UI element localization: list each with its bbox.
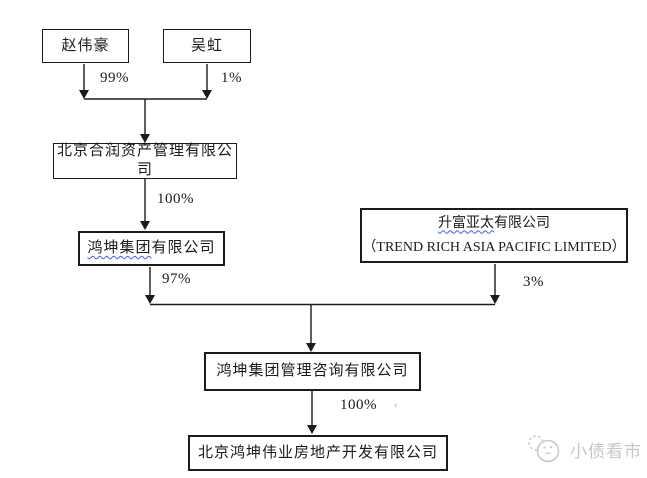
arrowheads <box>79 90 500 434</box>
node-trend-rich-asia-pacific: 升富亚太有限公司 （TREND RICH ASIA PACIFIC LIMITE… <box>360 208 628 263</box>
node-label: 北京鸿坤伟业房地产开发有限公司 <box>197 444 438 461</box>
edge-label-trend-3pct: 3% <box>523 274 544 290</box>
node-label: 北京合润资产管理有限公司 <box>56 143 233 178</box>
edge-label-herun-100pct: 100% <box>157 191 194 207</box>
node-label: 赵伟豪 <box>61 37 110 54</box>
xiaozhai-kanshi-logo-icon <box>528 435 560 463</box>
edge-label-group-97pct: 97% <box>162 271 191 287</box>
node-label: 鸿坤集团有限公司 <box>87 240 216 257</box>
node-label: 吴虹 <box>190 37 223 54</box>
node-hongkun-group-management-consulting: 鸿坤集团管理咨询有限公司 <box>204 352 421 391</box>
watermark: 小债看市 <box>524 432 642 466</box>
node-label-line1: 升富亚太有限公司 <box>438 215 550 231</box>
node-label: 鸿坤集团管理咨询有限公司 <box>216 363 409 380</box>
edge-label-consulting-100pct: 100% <box>340 397 377 413</box>
edge-label-wu-1pct: 1% <box>221 70 242 86</box>
spellcheck-underlined-text: 升富亚太 <box>438 215 494 231</box>
node-shareholder-zhao-weihao: 赵伟豪 <box>42 29 129 63</box>
edge-label-zhao-99pct: 99% <box>100 70 129 86</box>
node-beijing-hongkun-weiye-real-estate: 北京鸿坤伟业房地产开发有限公司 <box>188 435 448 471</box>
node-shareholder-wu-hong: 吴虹 <box>163 29 251 63</box>
node-beijing-herun-asset-management: 北京合润资产管理有限公司 <box>53 143 237 179</box>
watermark-text: 小债看市 <box>570 441 642 461</box>
node-label-line2: （TREND RICH ASIA PACIFIC LIMITED） <box>362 239 626 255</box>
node-hongkun-group: 鸿坤集团有限公司 <box>78 231 225 266</box>
spellcheck-underlined-text: 鸿坤集团 <box>87 240 152 257</box>
scan-artifact-mark: ‹ <box>394 400 398 411</box>
